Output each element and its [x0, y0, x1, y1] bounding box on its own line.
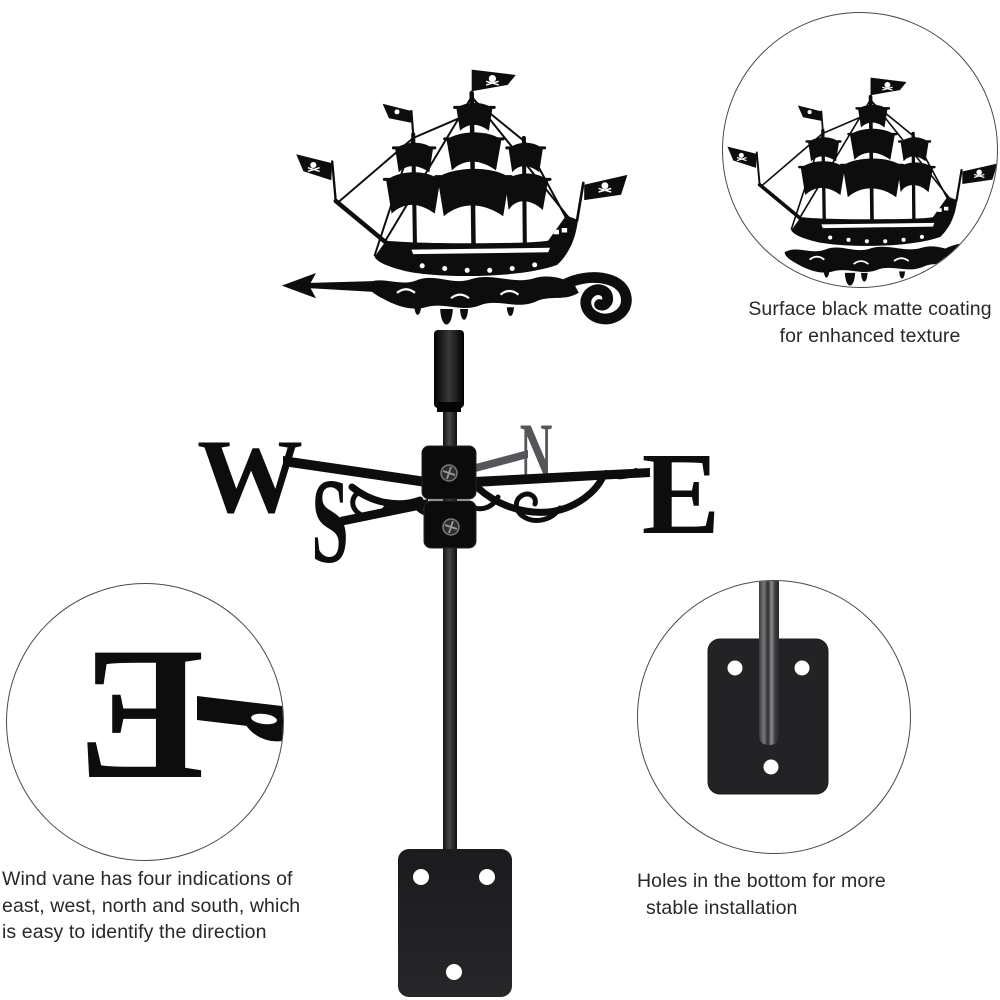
- arm-rod: [197, 696, 283, 731]
- letter-west: W: [197, 418, 303, 535]
- inset-circle-base: [637, 580, 911, 854]
- ship-vane-top: [281, 70, 628, 325]
- sleeve-collar: [437, 402, 461, 412]
- letter-east-mirrored: E: [78, 609, 205, 819]
- west-arm: [283, 456, 426, 487]
- callout-coating-text: Surface black matte coating for enhanced…: [736, 296, 1000, 349]
- north-arm: [468, 450, 528, 474]
- hub-screw: [440, 464, 458, 482]
- mount-hole: [413, 869, 429, 885]
- scrollwork-ornament: [348, 468, 639, 523]
- text-line: east, west, north and south, which: [2, 894, 301, 917]
- hub-screw: [442, 518, 460, 536]
- pole-closeup: [759, 581, 779, 745]
- text-line: Wind vane has four indications of: [2, 868, 293, 890]
- letter-closeup-illustration: E: [78, 609, 283, 819]
- ship-closeup-illustration: [723, 13, 998, 288]
- text-line: stable installation: [646, 896, 798, 919]
- mount-hole: [763, 759, 779, 775]
- hub-assembly: [421, 445, 477, 549]
- rod-cutout: [251, 713, 277, 725]
- letter-east: E: [642, 428, 721, 559]
- text-line: is easy to identify the direction: [2, 921, 267, 943]
- base-closeup-illustration: [707, 581, 829, 795]
- inset-circle-letter: E: [6, 583, 284, 861]
- inset-circle-ship: [722, 12, 998, 288]
- pole-sleeve: [434, 330, 464, 408]
- callout-directions-text: Wind vane has four indications of east, …: [2, 866, 347, 946]
- mount-hole: [794, 660, 810, 676]
- mount-hole: [446, 964, 462, 980]
- wind-arrow: [281, 273, 374, 299]
- mount-hole: [727, 660, 743, 676]
- mount-hole: [479, 869, 495, 885]
- callout-installation-text: Holes in the bottom for more stable inst…: [637, 868, 947, 921]
- base-plate: [398, 849, 512, 997]
- text-line: for enhanced texture: [779, 324, 961, 347]
- text-line: Holes in the bottom for more: [637, 870, 886, 892]
- text-line: Surface black matte coating: [748, 298, 992, 320]
- letter-south: S: [311, 454, 348, 589]
- arm-rod-curve: [245, 724, 283, 742]
